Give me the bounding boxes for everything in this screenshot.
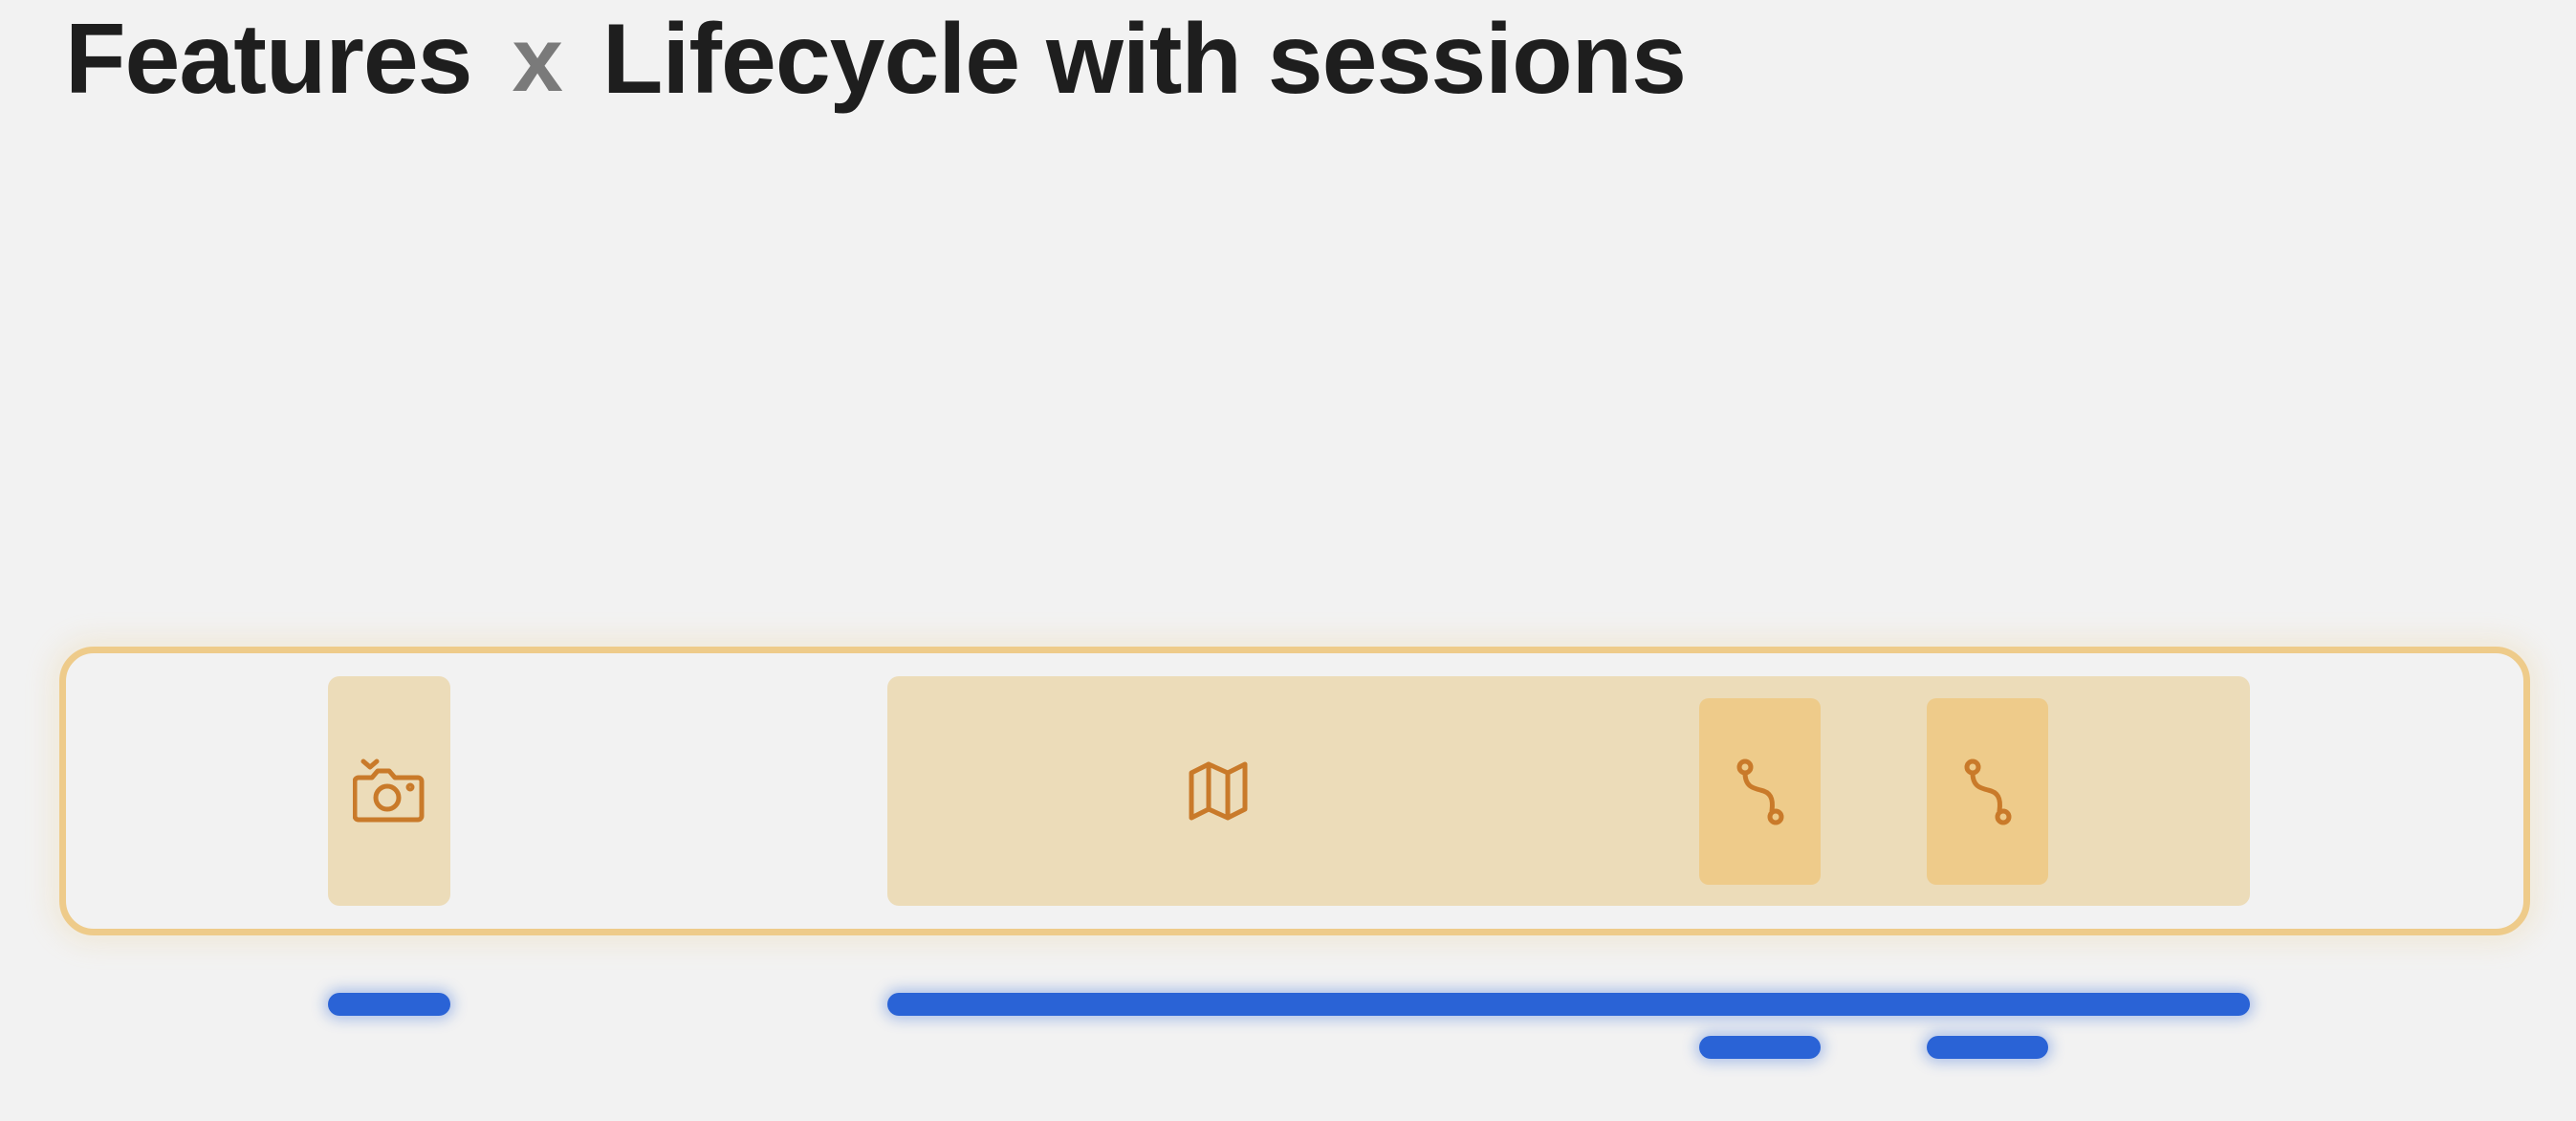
diagram-title: Features x Lifecycle with sessions — [65, 0, 1687, 120]
map-icon — [1188, 761, 1249, 821]
route-icon — [1736, 758, 1785, 826]
route-icon — [1963, 758, 2013, 826]
timeline-bar-session-2 — [1927, 1036, 2048, 1059]
title-left: Features — [65, 4, 473, 115]
lifecycle-frame — [59, 647, 2530, 935]
timeline-bar-session-1 — [1699, 1036, 1821, 1059]
feature-block-camera — [328, 676, 450, 906]
timeline-bar-camera — [328, 993, 450, 1016]
timeline-bar-map — [887, 993, 2250, 1016]
session-block-2 — [1927, 698, 2048, 885]
title-separator: x — [512, 8, 563, 111]
session-block-1 — [1699, 698, 1821, 885]
camera-icon — [353, 758, 426, 824]
title-right: Lifecycle with sessions — [601, 4, 1687, 115]
